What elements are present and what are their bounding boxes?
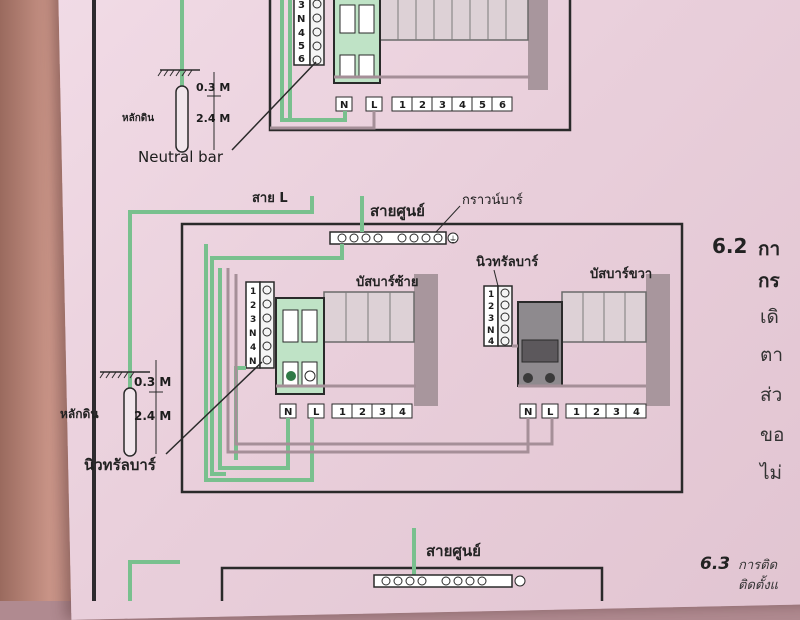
left-breaker-2: 2 xyxy=(359,407,366,418)
bottom-ground-bar xyxy=(373,574,513,588)
left-busbar-label: บัสบาร์ซ้าย xyxy=(356,274,418,290)
top-breaker-l: L xyxy=(371,100,378,111)
top-depth-03: 0.3 M xyxy=(196,81,230,94)
top-terminal-n: N xyxy=(297,14,305,25)
section-6-2-line-7: ไม่ xyxy=(760,462,783,484)
right-breaker-row xyxy=(519,403,647,419)
wiring-diagrams: 3 N 4 5 6 N L 1 2 3 4 5 xyxy=(60,0,684,601)
top-wall xyxy=(528,0,548,90)
neutral-wire-label: สายศูนย์ xyxy=(370,202,425,221)
right-breaker-n: N xyxy=(524,407,532,418)
section-6-2-line-1: กา xyxy=(758,238,781,260)
top-neutral-bar-label: Neutral bar xyxy=(138,148,224,166)
left-terminal-n1: N xyxy=(249,329,257,339)
right-terminal-n: N xyxy=(487,326,495,336)
left-busbar xyxy=(323,291,415,343)
top-terminal-6: 6 xyxy=(298,54,305,65)
left-terminal-4: 4 xyxy=(250,343,256,353)
top-terminal-5: 5 xyxy=(298,41,305,52)
svg-text:⏚: ⏚ xyxy=(449,235,457,244)
section-6-2-line-3: เดิ xyxy=(760,306,779,328)
right-busbar-label: บัสบาร์ขวา xyxy=(590,266,652,282)
middle-diagram: ⏚ สาย L สายศูนย์ กราวน์บาร์ บัสบาร์ซ้าย … xyxy=(60,191,684,494)
right-breaker-2: 2 xyxy=(593,407,600,418)
line-wire-label: สาย L xyxy=(252,191,288,206)
top-breaker-2: 2 xyxy=(419,100,426,111)
top-breaker-row xyxy=(335,96,513,112)
left-wall xyxy=(414,274,438,406)
right-breaker-4: 4 xyxy=(633,407,640,418)
section-6-3-number: 6.3 xyxy=(700,554,731,574)
left-breaker-row xyxy=(279,403,413,419)
right-breaker-l: L xyxy=(547,407,554,418)
right-breaker-1: 1 xyxy=(573,407,580,418)
section-6-2-line-4: ตา xyxy=(760,344,784,366)
top-depth-24: 2.4 M xyxy=(196,112,230,125)
top-terminal-4: 4 xyxy=(298,28,305,39)
top-ground-rod-label: หลักดิน xyxy=(122,112,154,124)
section-6-2-number: 6.2 xyxy=(712,234,748,258)
top-breaker-1: 1 xyxy=(399,100,406,111)
top-diagram: 3 N 4 5 6 N L 1 2 3 4 5 xyxy=(122,0,572,166)
top-neutral-bar xyxy=(309,0,325,66)
top-busbar xyxy=(379,0,529,41)
section-6-2-line-6: ขอ xyxy=(760,424,785,446)
top-breaker-n: N xyxy=(340,100,348,111)
right-breaker-3: 3 xyxy=(613,407,620,418)
top-breaker-4: 4 xyxy=(459,100,466,111)
middle-depth-24: 2.4 M xyxy=(134,409,171,423)
bottom-neutral-wire-label: สายศูนย์ xyxy=(426,542,481,561)
ground-bar-label: กราวน์บาร์ xyxy=(462,192,523,208)
right-terminal-1: 1 xyxy=(488,290,494,300)
section-6-3-line-1: การติด xyxy=(738,558,778,573)
middle-enclosure xyxy=(180,222,684,494)
right-terminal-2: 2 xyxy=(488,302,494,312)
left-breaker-3: 3 xyxy=(379,407,386,418)
top-ground-rod xyxy=(175,85,189,153)
page-margin-line xyxy=(92,0,96,601)
section-6-3-line-2: ติดตั้งแ xyxy=(738,578,779,593)
left-terminal-3: 3 xyxy=(250,315,256,325)
top-gray-wires xyxy=(270,75,530,130)
left-neutral-bar-label: นิวทรัลบาร์ xyxy=(84,456,157,474)
top-breaker-5: 5 xyxy=(479,100,486,111)
top-terminal-3: 3 xyxy=(298,0,305,11)
top-breaker-6: 6 xyxy=(499,100,506,111)
left-breaker-n: N xyxy=(284,407,292,418)
middle-gray-wires xyxy=(226,268,646,454)
top-breaker-3: 3 xyxy=(439,100,446,111)
left-terminal-1: 1 xyxy=(250,287,256,297)
section-6-2-line-2: กร xyxy=(758,270,780,292)
left-breaker-1: 1 xyxy=(339,407,346,418)
left-neutral-bar xyxy=(259,281,275,369)
middle-ground-rod xyxy=(123,387,137,457)
bottom-diagram: สายศูนย์ xyxy=(128,528,604,601)
right-neutral-bar-label: นิวทรัลบาร์ xyxy=(476,254,538,270)
ground-bar xyxy=(329,231,447,245)
middle-depth-03: 0.3 M xyxy=(134,375,171,389)
right-wall xyxy=(646,274,670,406)
right-terminal-3: 3 xyxy=(488,314,494,324)
section-6-2-line-5: ส่ว xyxy=(760,384,783,406)
top-enclosure xyxy=(268,0,572,132)
right-terminal-4: 4 xyxy=(488,337,494,347)
left-breaker-4: 4 xyxy=(399,407,406,418)
left-terminal-n2: N xyxy=(249,357,257,367)
middle-ground-rod-label: หลักดิน xyxy=(60,407,99,421)
left-terminal-2: 2 xyxy=(250,301,256,311)
left-breaker-l: L xyxy=(313,407,320,418)
